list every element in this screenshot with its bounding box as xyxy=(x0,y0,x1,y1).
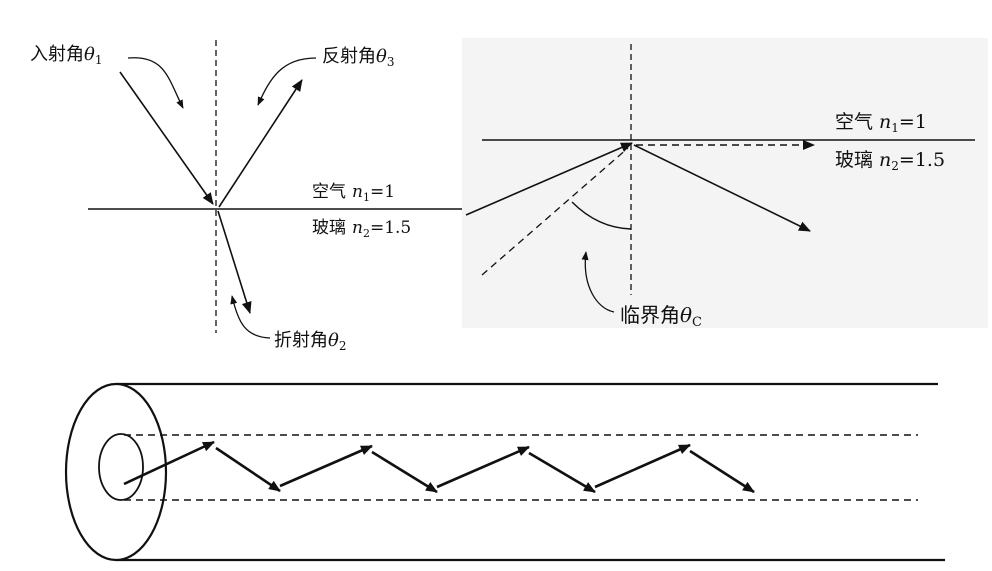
air-label-1: 空气 n1=1 xyxy=(312,182,395,204)
reflected-angle-label: 反射角θ3 xyxy=(322,46,394,69)
air-value-1: =1 xyxy=(370,182,395,202)
dashed-ray xyxy=(481,147,629,276)
incident-sub: 1 xyxy=(95,53,103,67)
critical-panel xyxy=(465,44,975,313)
refracted-label-text: 折射角 xyxy=(274,330,328,351)
svg-text:临界角θC: 临界角θC xyxy=(620,303,702,330)
incident-label-text: 入射角 xyxy=(30,44,84,65)
zigzag-ray xyxy=(123,440,755,494)
refracted-angle-label: 折射角θ2 xyxy=(274,330,346,353)
optical-fiber-icon xyxy=(64,382,945,562)
air-label-2: 空气 n1=1 xyxy=(835,111,927,135)
reflected-pointer xyxy=(257,57,317,106)
glass-text-1: 玻璃 xyxy=(312,218,346,238)
refracted-pointer xyxy=(230,295,271,339)
refraction-panel xyxy=(88,40,466,339)
svg-text:入射角θ1: 入射角θ1 xyxy=(30,44,102,67)
reflected-symbol: θ xyxy=(376,46,387,67)
critical-symbol: θ xyxy=(680,303,692,327)
reflected-ray-2 xyxy=(633,144,811,232)
critical-incident-ray xyxy=(465,142,633,216)
refracted-ray xyxy=(217,210,252,314)
svg-text:折射角θ2: 折射角θ2 xyxy=(274,330,346,353)
reflected-sub: 3 xyxy=(387,55,395,69)
critical-label-text: 临界角 xyxy=(620,303,680,327)
air-n-2: n xyxy=(879,111,891,133)
ray-segment xyxy=(528,451,596,494)
air-text-2: 空气 xyxy=(835,111,873,133)
glass-text-2: 玻璃 xyxy=(835,149,873,171)
incident-ray xyxy=(119,71,214,205)
ray-segment xyxy=(689,449,755,494)
critical-angle-arc xyxy=(571,201,632,230)
fiber-end-outer xyxy=(64,382,168,562)
critical-pointer xyxy=(581,251,615,313)
reflected-label-text: 反射角 xyxy=(322,46,376,67)
ray-segment xyxy=(123,440,215,486)
air-text-1: 空气 xyxy=(312,182,346,202)
incident-pointer xyxy=(127,57,184,109)
air-n-1: n xyxy=(352,182,363,202)
air-value-2: =1 xyxy=(899,111,927,133)
refracted-sub: 2 xyxy=(339,339,347,353)
glass-value-1: =1.5 xyxy=(370,218,411,238)
fiber-core-end xyxy=(98,433,144,501)
glass-label-1: 玻璃 n2=1.5 xyxy=(312,218,411,240)
critical-panel-bg xyxy=(462,38,988,328)
svg-text:反射角θ3: 反射角θ3 xyxy=(322,46,394,69)
ray-segment xyxy=(215,446,281,493)
critical-angle-label: 临界角θC xyxy=(620,303,702,330)
glass-n-2: n xyxy=(879,149,891,171)
glass-sub-2: 2 xyxy=(891,159,899,173)
glass-sub-1: 2 xyxy=(363,227,370,240)
ray-segment xyxy=(594,443,691,489)
reflected-ray xyxy=(218,79,303,208)
glass-value-2: =1.5 xyxy=(899,149,945,171)
ray-segment xyxy=(436,445,530,489)
air-sub-2: 1 xyxy=(891,121,899,135)
refracted-symbol: θ xyxy=(328,330,339,351)
incident-symbol: θ xyxy=(84,44,95,65)
ray-segment xyxy=(371,450,438,494)
glass-n-1: n xyxy=(352,218,363,238)
incident-angle-label: 入射角θ1 xyxy=(30,44,102,67)
glass-label-2: 玻璃 n2=1.5 xyxy=(835,149,945,173)
air-sub-1: 1 xyxy=(363,191,370,204)
critical-sub: C xyxy=(692,315,702,330)
ray-segment xyxy=(279,444,373,488)
